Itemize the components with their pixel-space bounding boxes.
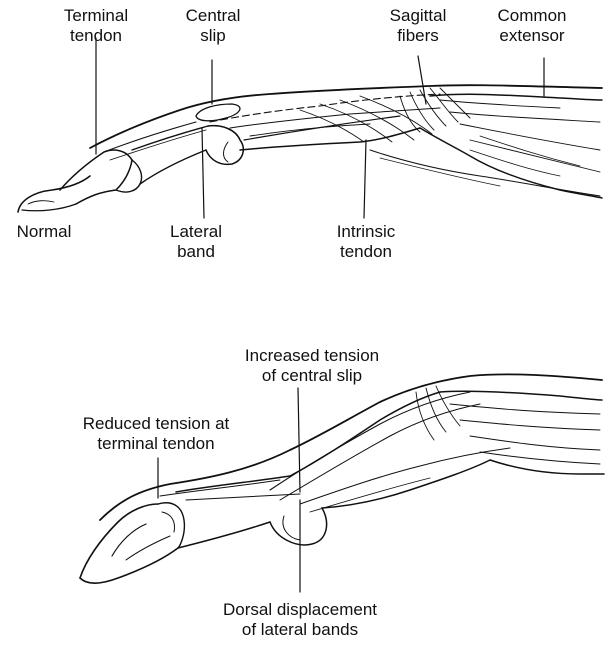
label-terminal-tendon: Terminal tendon — [64, 6, 128, 46]
label-normal: Normal — [17, 222, 72, 242]
label-reduced-tension: Reduced tension at terminal tendon — [83, 414, 230, 454]
label-lateral-band: Lateral band — [170, 222, 222, 262]
label-intrinsic-tendon: Intrinsic tendon — [337, 222, 396, 262]
label-common-extensor: Common extensor — [498, 6, 567, 46]
label-increased-tension: Increased tension of central slip — [245, 346, 379, 386]
label-sagittal-fibers: Sagittal fibers — [390, 6, 447, 46]
deformed-finger-drawing — [80, 374, 604, 592]
label-dorsal-displacement: Dorsal displacement of lateral bands — [223, 600, 377, 640]
label-central-slip: Central slip — [186, 6, 241, 46]
normal-finger-drawing — [18, 38, 602, 218]
